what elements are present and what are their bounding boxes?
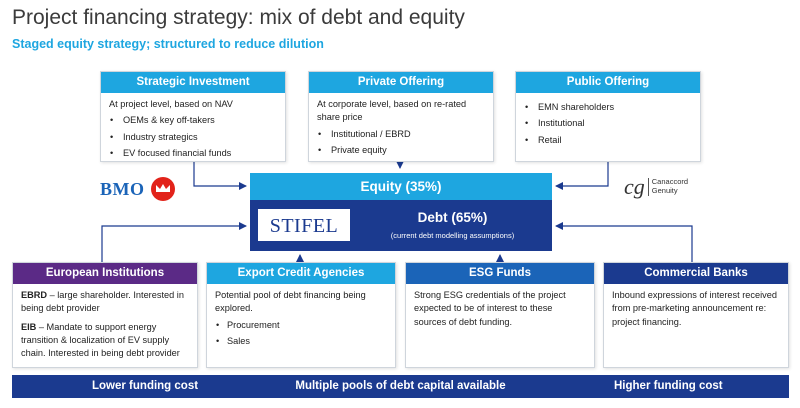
card-intro: At corporate level, based on re-rated sh… — [317, 99, 467, 123]
card-title: Strategic Investment — [101, 72, 285, 93]
card-public-offering: Public Offering EMN shareholders Institu… — [515, 71, 701, 162]
list-item: EMN shareholders — [524, 101, 692, 115]
card-european-institutions: European Institutions EBRD – large share… — [12, 262, 198, 368]
ebrd-text: – large shareholder. Interested in being… — [21, 290, 184, 314]
bmo-logo-text: BMO — [100, 178, 145, 199]
card-text: Strong ESG credentials of the project ex… — [414, 290, 566, 327]
card-text: Inbound expressions of interest received… — [612, 290, 777, 327]
bmo-logo: BMO — [100, 177, 175, 201]
card-commercial-banks: Commercial Banks Inbound expressions of … — [603, 262, 789, 368]
list-item: Private equity — [317, 144, 485, 158]
card-title: ESG Funds — [406, 263, 594, 284]
card-title: Export Credit Agencies — [207, 263, 395, 284]
card-esg-funds: ESG Funds Strong ESG credentials of the … — [405, 262, 595, 368]
list-item: Industry strategics — [109, 131, 277, 145]
list-item: Institutional / EBRD — [317, 128, 485, 142]
card-title: Commercial Banks — [604, 263, 788, 284]
debt-box: STIFEL Debt (65%) (current debt modellin… — [250, 200, 552, 251]
arrow-european-to-debt — [101, 222, 247, 262]
card-title: Private Offering — [309, 72, 493, 93]
canaccord-genuity-logo: cg Canaccord Genuity — [624, 174, 688, 200]
banner-center-text: Multiple pools of debt capital available — [295, 380, 506, 392]
list-item: Sales — [215, 335, 387, 349]
page-subtitle: Staged equity strategy; structured to re… — [12, 37, 324, 51]
debt-title: Debt (65%) — [417, 210, 488, 225]
card-title: European Institutions — [13, 263, 197, 284]
banner-left-text: Lower funding cost — [92, 380, 199, 392]
card-title: Public Offering — [516, 72, 700, 93]
canaccord-logo-line2: Genuity — [651, 186, 678, 195]
card-private-offering: Private Offering At corporate level, bas… — [308, 71, 494, 162]
card-text: Potential pool of debt financing being e… — [215, 290, 366, 314]
canaccord-logo-mark: cg — [624, 174, 645, 199]
arrow-strategic-to-equity — [193, 162, 247, 190]
arrow-banks-to-debt — [555, 222, 693, 262]
list-item: Retail — [524, 134, 692, 148]
card-export-credit-agencies: Export Credit Agencies Potential pool of… — [206, 262, 396, 368]
canaccord-logo-line1: Canaccord — [651, 177, 689, 187]
funding-cost-banner: Lower funding cost Multiple pools of deb… — [12, 375, 789, 398]
bmo-roundel-icon — [150, 177, 175, 201]
eib-label: EIB — [21, 321, 37, 332]
list-item: Institutional — [524, 117, 692, 131]
ebrd-label: EBRD — [21, 290, 48, 300]
list-item: Procurement — [215, 319, 387, 333]
eib-text: – Mandate to support energy transition &… — [21, 321, 180, 359]
list-item: OEMs & key off-takers — [109, 114, 277, 128]
page-title: Project financing strategy: mix of debt … — [12, 6, 465, 29]
stifel-logo: STIFEL — [258, 209, 350, 241]
card-strategic-investment: Strategic Investment At project level, b… — [100, 71, 286, 162]
debt-note: (current debt modelling assumptions) — [390, 231, 515, 240]
banner-right-text: Higher funding cost — [614, 380, 723, 392]
list-item: EV focused financial funds — [109, 147, 277, 161]
equity-box: Equity (35%) — [250, 173, 552, 200]
card-intro: At project level, based on NAV — [109, 99, 233, 109]
arrow-public-to-equity — [555, 162, 609, 190]
